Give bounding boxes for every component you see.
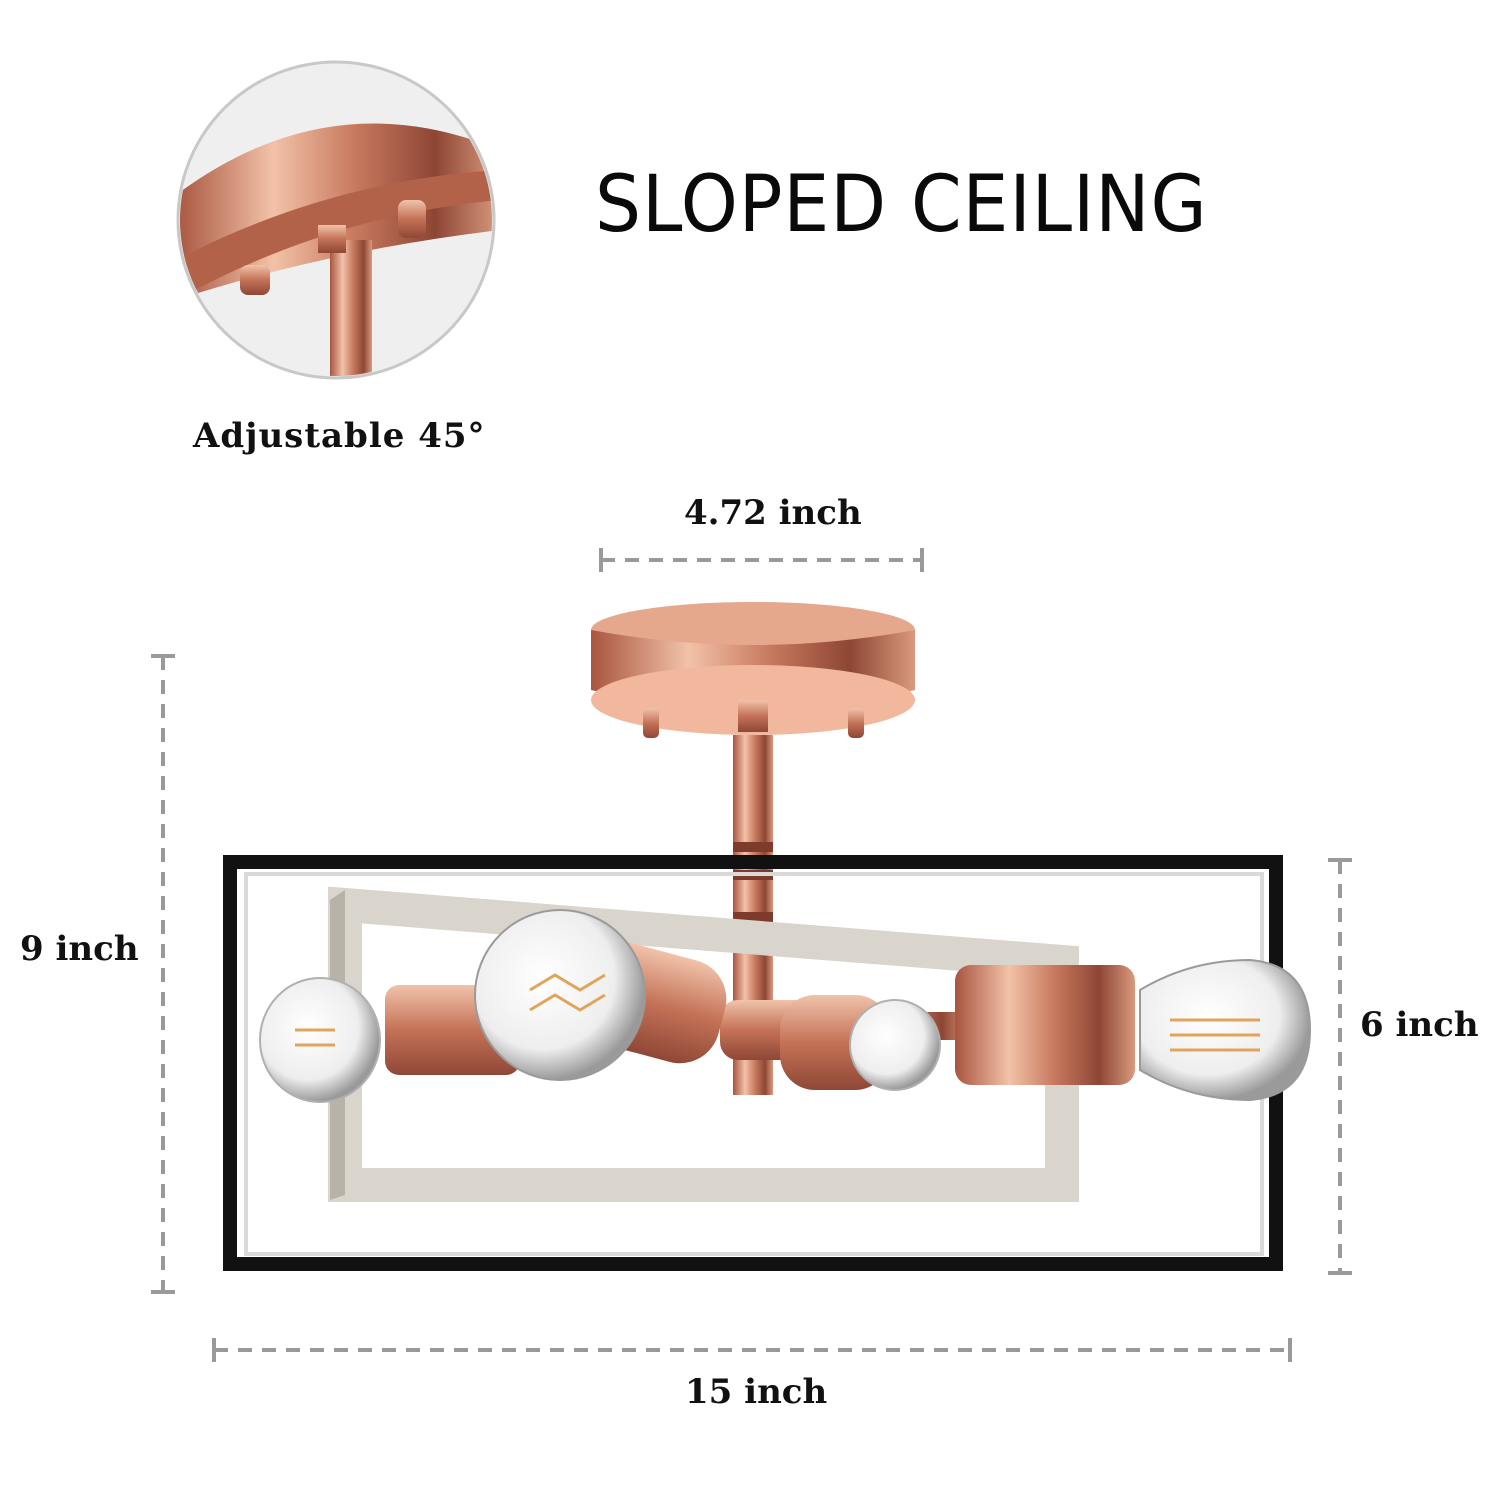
detail-zoom-circle [176,60,496,380]
canopy-width-label: 4.72 inch [684,493,862,533]
dimension-lines [151,548,1352,1362]
ceiling-canopy [591,602,915,738]
total-height-label: 9 inch [20,929,139,969]
light-bulbs [259,909,1312,1103]
page-title: SLOPED CEILING [595,160,1208,250]
frame-length-label: 15 inch [685,1372,828,1412]
frame-height-label: 6 inch [1360,1005,1479,1045]
detail-caption: Adjustable 45° [193,416,486,456]
